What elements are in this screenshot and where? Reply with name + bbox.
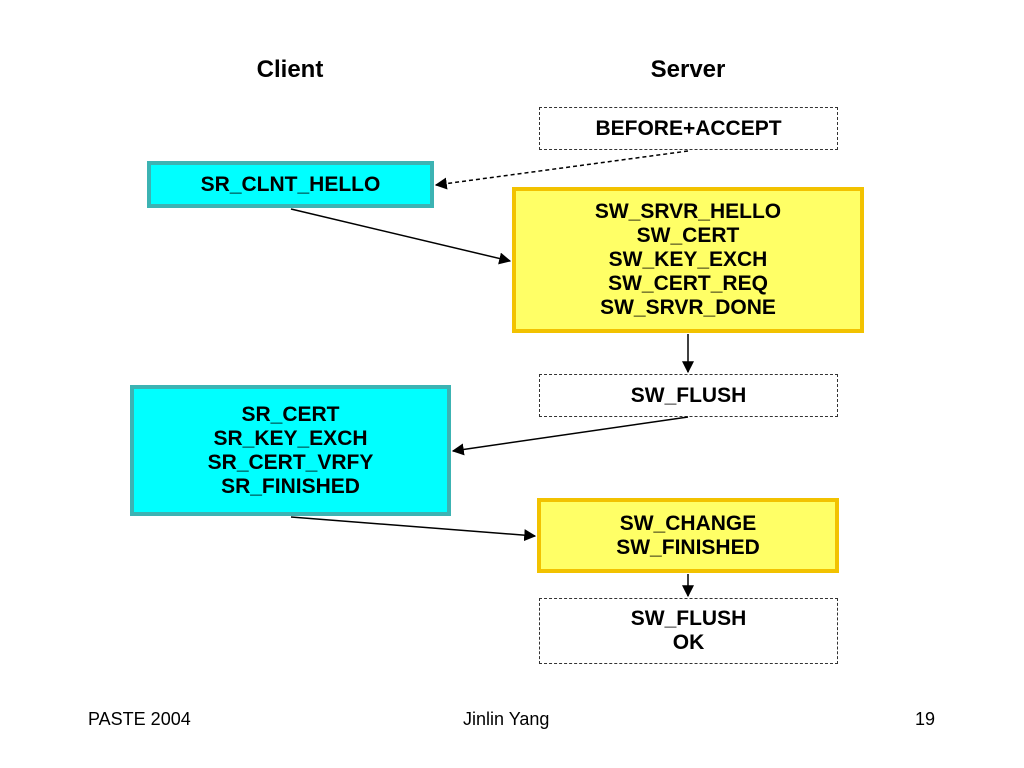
arrow-client-cert-to-server-change (290, 516, 537, 542)
state-label: SR_CLNT_HELLO (200, 172, 381, 196)
footer-author: Jinlin Yang (463, 709, 550, 729)
state-label: SW_FINISHED (616, 535, 760, 559)
footer-slide-number: 19 (915, 709, 936, 729)
state-label: SW_FLUSH (630, 383, 747, 407)
client-hello-state-box: SR_CLNT_HELLO (147, 161, 434, 208)
arrow-flush-to-client-cert (451, 416, 689, 456)
server-flush-state-box: SW_FLUSH (539, 374, 838, 417)
server-flush-ok-state-box: SW_FLUSH OK (539, 598, 838, 664)
arrow-before-accept-to-client-hello (434, 150, 689, 190)
state-label: SW_KEY_EXCH (608, 248, 768, 271)
state-label: SR_CERT (241, 402, 340, 426)
client-column-title: Client (256, 56, 324, 83)
state-label: SW_CHANGE (619, 511, 757, 535)
footer-conference: PASTE 2004 (88, 709, 191, 729)
before-accept-state-box: BEFORE+ACCEPT (539, 107, 838, 150)
state-label: SR_FINISHED (221, 474, 360, 498)
server-column-title: Server (650, 56, 726, 83)
arrow-client-hello-to-server-hello (290, 208, 512, 265)
client-cert-state-box: SR_CERT SR_KEY_EXCH SR_CERT_VRFY SR_FINI… (130, 385, 451, 516)
state-label: SR_KEY_EXCH (213, 426, 368, 450)
state-label: BEFORE+ACCEPT (595, 116, 782, 140)
state-label: SW_FLUSH (630, 607, 747, 630)
state-label: SW_SRVR_HELLO (594, 200, 782, 223)
state-label: OK (672, 631, 705, 654)
state-label: SW_SRVR_DONE (600, 296, 776, 319)
state-label: SW_CERT (636, 224, 740, 247)
server-change-state-box: SW_CHANGE SW_FINISHED (537, 498, 839, 573)
state-label: SW_CERT_REQ (608, 272, 768, 295)
server-hello-state-box: SW_SRVR_HELLO SW_CERT SW_KEY_EXCH SW_CER… (512, 187, 864, 333)
state-label: SR_CERT_VRFY (207, 450, 374, 474)
